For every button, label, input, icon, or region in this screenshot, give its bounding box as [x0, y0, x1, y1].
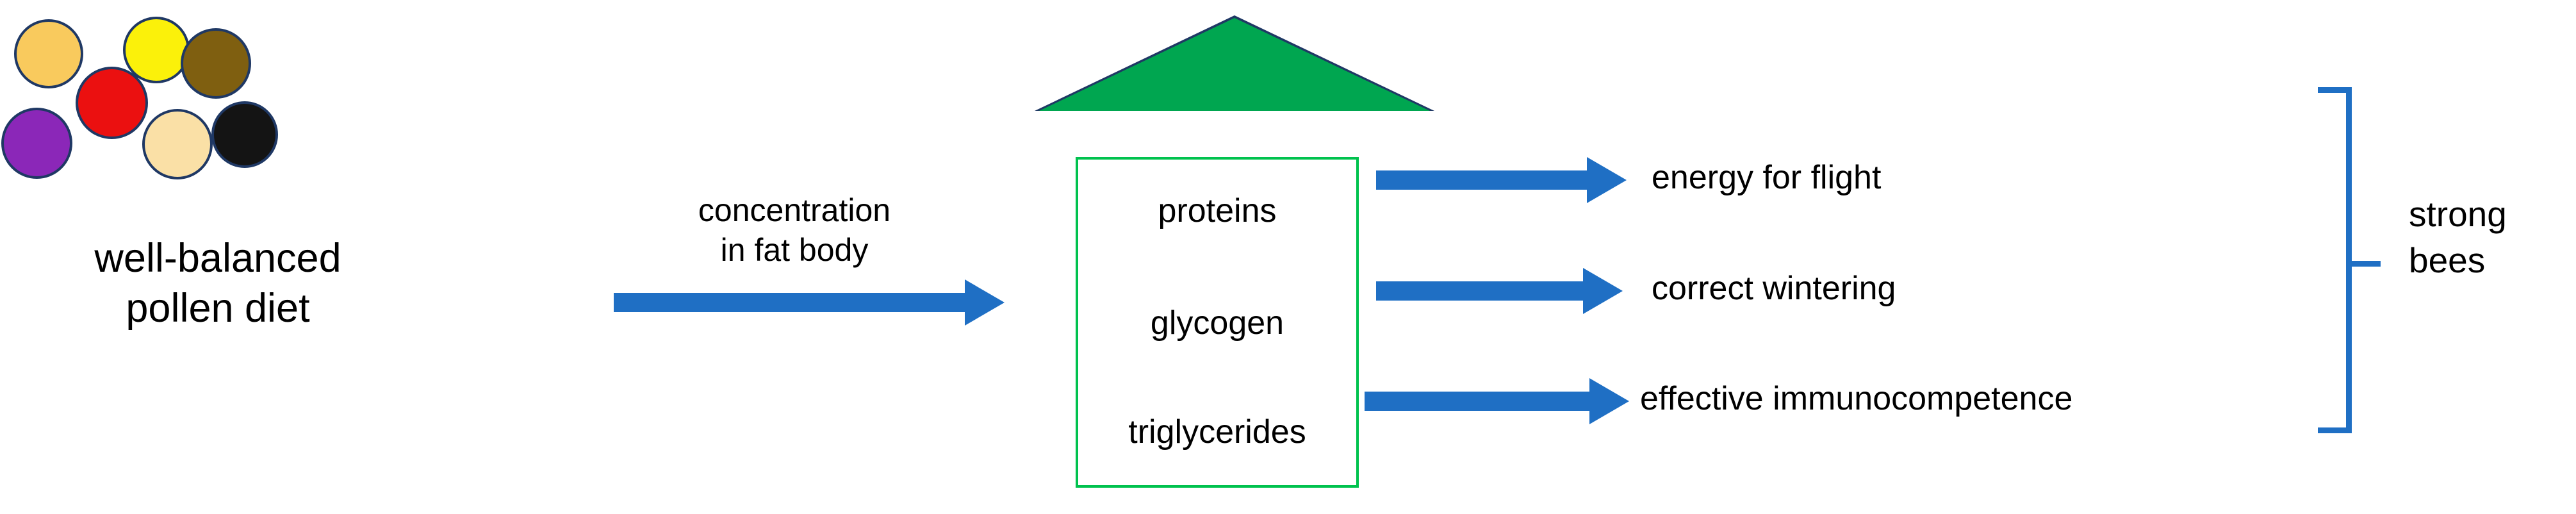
- fat-body-item-triglycerides: triglycerides: [1128, 413, 1306, 451]
- grouping-brace: [2300, 81, 2396, 440]
- concentration-label-line1: concentration: [698, 192, 891, 228]
- arrow-head: [1589, 378, 1629, 424]
- pollen-grain-purple: [1, 108, 72, 179]
- pollen-grain-brown: [181, 28, 251, 99]
- arrow-shaft: [614, 293, 967, 312]
- result-label-line1: strong: [2409, 194, 2507, 234]
- arrow-shaft: [1376, 170, 1589, 190]
- green-roof-triangle: [1039, 18, 1430, 111]
- concentration-label-line2: in fat body: [720, 232, 869, 268]
- pollen-grain-cluster: [0, 0, 436, 192]
- pollen-grain-cream: [142, 109, 213, 179]
- outcome-label-immunocompetence: effective immunocompetence: [1640, 380, 2073, 417]
- arrow-head: [1583, 268, 1623, 314]
- pollen-grain-apricot: [14, 19, 83, 88]
- brace-bottom-hook: [2318, 427, 2349, 433]
- pollen-diet-caption-line2: pollen diet: [126, 286, 310, 331]
- concentration-arrow: [614, 279, 1005, 326]
- fat-body-item-glycogen: glycogen: [1150, 304, 1284, 342]
- brace-top-hook: [2318, 87, 2349, 93]
- fat-body-item-proteins: proteins: [1158, 192, 1277, 229]
- pollen-grain-red: [76, 67, 148, 139]
- result-label-line2: bees: [2409, 240, 2486, 280]
- outcome-arrow-wintering: [1376, 268, 1632, 314]
- pollen-grain-yellow: [123, 17, 190, 83]
- outcome-arrow-immunocompetence: [1365, 378, 1634, 424]
- fat-body-box: [1076, 157, 1359, 488]
- arrow-head: [965, 279, 1005, 326]
- brace-stem: [2346, 87, 2352, 433]
- brace-middle-nub: [2349, 261, 2381, 267]
- arrow-shaft: [1365, 392, 1592, 411]
- pollen-grain-black: [211, 101, 278, 168]
- outcome-arrow-energy: [1376, 157, 1632, 203]
- arrow-head: [1587, 157, 1627, 203]
- pollen-diet-caption-line1: well-balanced: [94, 236, 341, 281]
- arrow-shaft: [1376, 281, 1586, 301]
- outcome-label-energy: energy for flight: [1652, 159, 1882, 196]
- outcome-label-wintering: correct wintering: [1652, 270, 1896, 307]
